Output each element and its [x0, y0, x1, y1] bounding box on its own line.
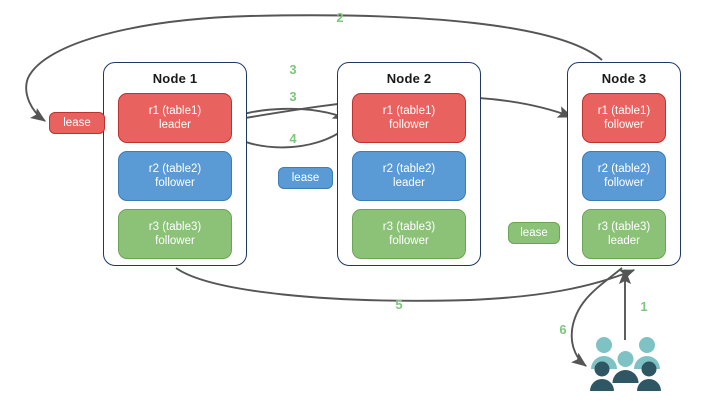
node-1-replica-r1[interactable]: r1 (table1) leader [118, 93, 232, 143]
node-3[interactable]: Node 3 r1 (table1) follower r2 (table2) … [567, 62, 681, 266]
users-icon [590, 337, 661, 391]
replica-label-line1: r2 (table2) [382, 163, 436, 175]
replica-label-line2: leader [608, 235, 640, 247]
step-label-2: 2 [336, 10, 344, 25]
node-3-title: Node 3 [601, 71, 647, 86]
replica-label-line1: r1 (table1) [382, 105, 436, 117]
replica-label-line2: follower [155, 235, 195, 247]
step-label-3a: 3 [289, 62, 297, 77]
node-2-replica-r3[interactable]: r3 (table3) follower [352, 209, 466, 259]
replica-label-line2: follower [389, 235, 429, 247]
replica-label-line1: r3 (table3) [597, 221, 651, 233]
replica-label-line2: follower [604, 119, 644, 131]
replica-label-line2: leader [393, 177, 425, 189]
node-2-replica-r2[interactable]: r2 (table2) leader [352, 151, 466, 201]
node-3-replica-r3[interactable]: r3 (table3) leader [582, 209, 666, 259]
step-label-5: 5 [395, 297, 403, 312]
replica-label-line1: r2 (table2) [148, 163, 202, 175]
step-label-6: 6 [559, 322, 567, 337]
step-label-3b: 3 [289, 89, 297, 104]
replica-label-line1: r1 (table1) [148, 105, 202, 117]
lease-r3[interactable]: lease [508, 222, 560, 244]
arrow-step-5 [175, 267, 636, 302]
lease-r1[interactable]: lease [49, 112, 105, 134]
replica-label-line1: r3 (table3) [148, 221, 202, 233]
node-2-title: Node 2 [386, 71, 432, 86]
node-2[interactable]: Node 2 r1 (table1) follower r2 (table2) … [337, 62, 481, 266]
node-3-replica-r1[interactable]: r1 (table1) follower [582, 93, 666, 143]
step-label-1: 1 [640, 299, 648, 314]
node-1-replica-r3[interactable]: r3 (table3) follower [118, 209, 232, 259]
replica-label-line2: follower [155, 177, 195, 189]
replica-label-line1: r1 (table1) [597, 105, 651, 117]
replica-label-line1: r2 (table2) [597, 163, 651, 175]
node-3-replica-r2[interactable]: r2 (table2) follower [582, 151, 666, 201]
replica-label-line1: r3 (table3) [382, 221, 436, 233]
step-label-4: 4 [289, 131, 297, 146]
node-1-replica-r2[interactable]: r2 (table2) follower [118, 151, 232, 201]
node-1[interactable]: Node 1 r1 (table1) leader r2 (table2) fo… [103, 62, 247, 266]
replica-label-line2: follower [604, 177, 644, 189]
replica-label-line2: follower [389, 119, 429, 131]
node-2-replica-r1[interactable]: r1 (table1) follower [352, 93, 466, 143]
replica-label-line2: leader [159, 119, 191, 131]
lease-r2[interactable]: lease [278, 167, 333, 189]
node-1-title: Node 1 [152, 71, 198, 86]
